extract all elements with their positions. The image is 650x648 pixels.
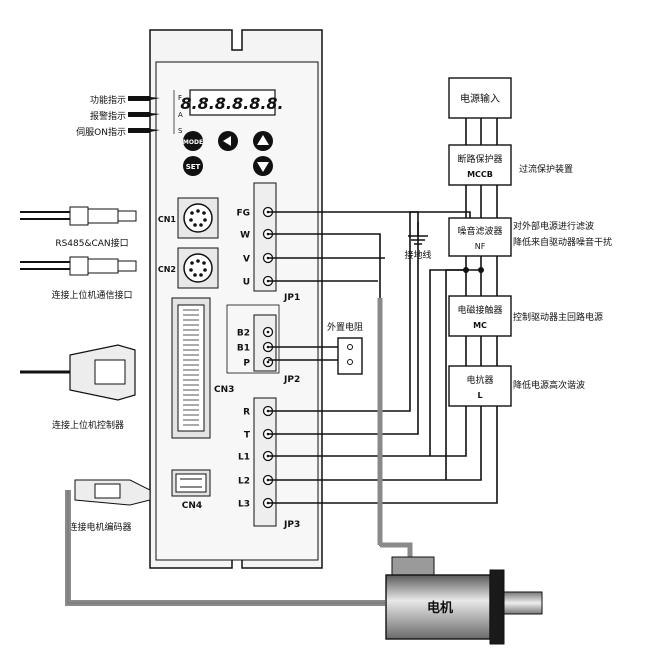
arrow-left-icon [223, 136, 231, 146]
nf-code: NF [475, 242, 486, 251]
encoder-cable-run [65, 490, 385, 606]
rs485-label: RS485&CAN接口 [55, 237, 128, 249]
jp1-label: JP1 [283, 293, 300, 303]
cn4-label: CN4 [182, 501, 202, 511]
mc-title: 电磁接触器 [457, 304, 502, 316]
cn3-label: CN3 [214, 385, 234, 395]
mccb-code: MCCB [467, 170, 493, 179]
terminal-l1-label: L1 [238, 453, 250, 463]
pointing-hand-icon [128, 96, 160, 133]
external-resistor-label: 外置电阻 [327, 321, 363, 333]
nf-desc-2: 降低来自驱动器噪音干扰 [513, 236, 612, 248]
terminal-l2-label: L2 [238, 477, 250, 487]
set-button-label: SET [186, 163, 201, 171]
terminal-l3-label: L3 [238, 500, 250, 510]
nf-title: 噪音滤波器 [457, 225, 502, 237]
down-arrow-button[interactable] [253, 156, 273, 176]
terminal-r-label: R [243, 408, 250, 418]
motor: 电机 [385, 556, 543, 645]
terminal-p-label: P [243, 359, 250, 369]
pc-comm-label: 连接上位机通信接口 [51, 289, 132, 301]
display-readout: 8.8.8.8.8.8. [180, 94, 283, 113]
ground-wire-label: 接地线 [404, 249, 431, 261]
jp3-label: JP3 [283, 520, 300, 530]
motor-label: 电机 [427, 600, 453, 616]
mccb-title: 断路保护器 [457, 153, 502, 165]
terminal-u-label: U [243, 278, 250, 288]
host-controller-label: 连接上位机控制器 [52, 419, 124, 431]
led-s: S [178, 127, 183, 135]
terminal-b1-label: B1 [237, 344, 250, 354]
ground-icon: 接地线 [404, 228, 432, 261]
contactor-box: 电磁接触器 MC 控制驱动器主回路电源 [448, 295, 603, 337]
led-a: A [178, 111, 183, 119]
mode-button[interactable]: MODE [183, 131, 203, 151]
mc-code: MC [473, 321, 487, 330]
terminal-fg-label: FG [236, 209, 250, 219]
mc-desc: 控制驱动器主回路电源 [513, 311, 603, 323]
seven-segment-display: 8.8.8.8.8.8. [180, 89, 284, 116]
left-arrow-button[interactable] [218, 131, 238, 151]
terminal-w-label: W [240, 231, 250, 241]
reactor-box: 电抗器 L 降低电源高次谐波 [448, 365, 585, 407]
terminal-v-label: V [243, 255, 250, 265]
terminal-p-screw-center [266, 360, 270, 364]
cn1-port: CN1 [158, 197, 219, 239]
mode-button-label: MODE [183, 139, 203, 146]
cn2-label: CN2 [158, 265, 176, 274]
rs485-cable: RS485&CAN接口 [20, 206, 137, 249]
reactor-desc: 降低电源高次谐波 [513, 379, 585, 391]
terminal-b2-label: B2 [237, 329, 250, 339]
set-button[interactable]: SET [183, 156, 203, 176]
up-arrow-button[interactable] [253, 131, 273, 151]
encoder-label: 连接电机编码器 [68, 521, 131, 533]
terminal-t-label: T [244, 431, 251, 441]
external-resistor: 外置电阻 [327, 321, 363, 375]
host-controller-cable: 连接上位机控制器 [20, 344, 136, 431]
cn3-port: CN3 [171, 297, 234, 439]
cn1-label: CN1 [158, 215, 177, 224]
function-indicator-label: 功能指示 [90, 94, 126, 106]
servo-on-indicator-label: 伺服ON指示 [76, 126, 126, 138]
reactor-title: 电抗器 [466, 374, 493, 386]
terminal-b2-screw-center [266, 330, 270, 334]
mccb-box: 断路保护器 MCCB 过流保护装置 [448, 144, 573, 186]
arrow-down-icon [257, 162, 269, 172]
reactor-code: L [477, 391, 482, 400]
indicator-labels: 功能指示 报警指示 伺服ON指示 [76, 94, 160, 138]
power-chain: 电源输入 断路保护器 MCCB 过流保护装置 噪音滤波器 NF 对外部电源进行滤… [448, 77, 612, 407]
jp2-label: JP2 [283, 375, 300, 385]
led-panel: F A S [173, 90, 183, 135]
cn2-port: CN2 [158, 247, 219, 289]
encoder-cable: 连接电机编码器 [68, 479, 151, 533]
arrow-up-icon [257, 135, 269, 145]
power-input-title: 电源输入 [460, 92, 500, 105]
cn4-port: CN4 [171, 469, 211, 511]
pc-comm-cable: 连接上位机通信接口 [20, 256, 137, 301]
noise-filter-box: 噪音滤波器 NF 对外部电源进行滤波 降低来自驱动器噪音干扰 [448, 217, 612, 257]
mccb-desc: 过流保护装置 [519, 163, 573, 175]
power-input-box: 电源输入 [448, 77, 512, 119]
alarm-indicator-label: 报警指示 [90, 110, 126, 122]
nf-desc-1: 对外部电源进行滤波 [513, 220, 594, 232]
led-f: F [178, 94, 182, 102]
